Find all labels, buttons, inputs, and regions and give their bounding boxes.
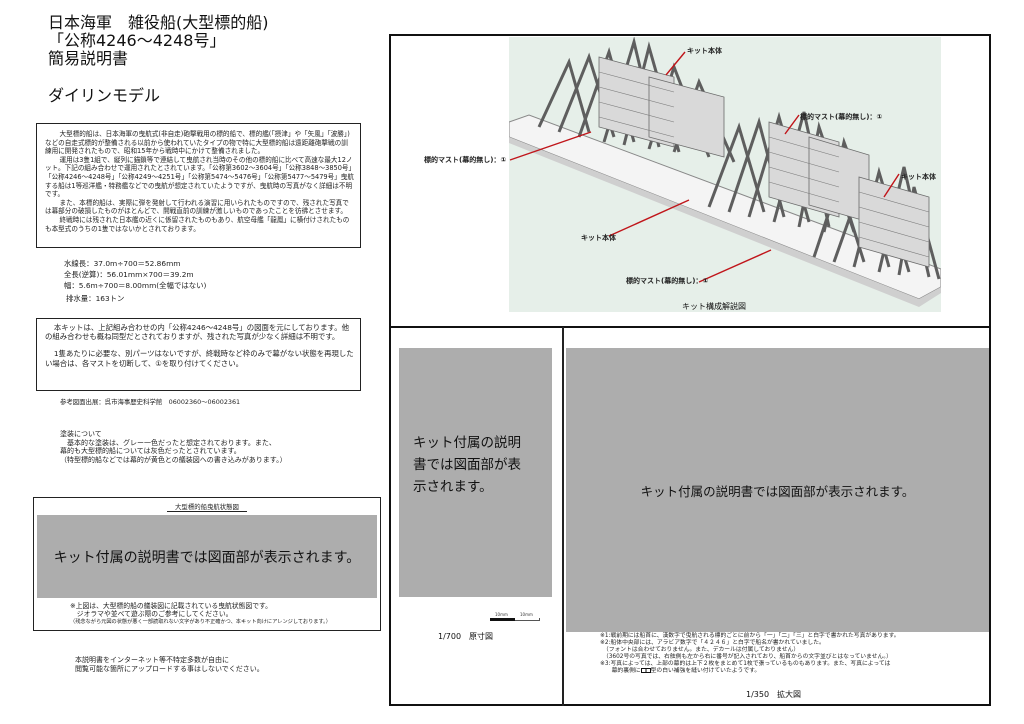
- note-line: 幕的裏側に型の白い補強を縫い付けていたようです。: [600, 668, 761, 674]
- title-line-2: 「公称4246～4248号」: [48, 31, 226, 50]
- scale-bar-black: [490, 618, 515, 621]
- painting-heading: 塗装について: [60, 430, 102, 438]
- callout-target-mast-3: 標的マスト(幕的無し)：①: [626, 277, 709, 285]
- note-line: （3602号の写真では、右舷側も左から右に番号が記入されており、船首からの文字並…: [600, 654, 892, 660]
- callout-kit-body-3: キット本体: [581, 234, 616, 242]
- tow-note-small: （残念ながら元図の状態が悪く一部読取れない文字があり不正確かつ、本キット向けにア…: [70, 619, 331, 626]
- callout-kit-body-2: キット本体: [901, 173, 936, 181]
- upload-warning: 本説明書をインターネット等不特定多数が自由に 閲覧可能な箇所にアップロードする事…: [75, 656, 264, 674]
- maker-name: ダイリンモデル: [48, 86, 161, 105]
- scale-bar-white: [515, 618, 540, 621]
- frame-vertical-divider: [562, 327, 564, 706]
- towing-diagram-note: ※上図は、大型標的船の艤装図に記載されている曳航状態図です。 ジオラマや並べて遊…: [70, 602, 331, 627]
- description-paragraph: 大型標的船は、日本海軍の曳航式(非自走)砲撃戦用の標的船で、標的艦(「摂津」や「…: [45, 130, 350, 156]
- callout-kit-body-1: キット本体: [687, 47, 722, 55]
- towing-diagram-box: 大型標的船曳航状態図 キット付属の説明書では図面部が表示されます。 ※上図は、大…: [33, 497, 381, 631]
- description-paragraph: 運用は3隻1組で、縦列に錨鎖等で連結して曳航され当時のその他の標的船に比べて高速…: [45, 155, 354, 199]
- callout-target-mast-2: 標的マスト(幕的無し)：①: [424, 156, 507, 164]
- painting-line: 幕的も大型標的船については灰色だったとされています。: [60, 447, 241, 456]
- scale-label: 10mm: [520, 612, 533, 617]
- frame-horizontal-divider: [389, 326, 991, 328]
- enlarged-drawing-placeholder: キット付属の説明書では図面部が表示されます。: [566, 348, 989, 632]
- painting-notes: 塗装について 基本的な塗装は、グレー一色だったと想定されております。また、 幕的…: [60, 430, 287, 464]
- scale-bar: 10mm 10mm: [490, 612, 540, 626]
- note-line: ※3:写真によっては、上部の幕的は上下２枚をまとめて1枚で張っているものもありま…: [600, 661, 891, 667]
- title-line-3: 簡易説明書: [48, 49, 129, 68]
- tow-note-line: ジオラマや並べて遊ぶ際のご参考にしてください。: [70, 610, 233, 619]
- spec-displacement: 排水量：163トン: [66, 294, 125, 303]
- placeholder-line: 示されます。: [413, 479, 493, 495]
- ship-model-render-icon: [509, 37, 941, 307]
- original-scale-placeholder: キット付属の説明 書では図面部が表 示されます。: [399, 348, 552, 597]
- placeholder-line: キット付属の説明: [413, 435, 521, 451]
- description-paragraph: 終戦時には残された日本艦の近くに係留されたものもあり、航空母艦「龍鳳」に横付けさ…: [45, 215, 350, 233]
- kit-diagram-caption: キット構成解説図: [680, 301, 748, 312]
- spec-overall-length: 全長(逆算)：56.01mm×700＝39.2m: [64, 270, 194, 279]
- reference-source: 参考図面出展：呉市海事歴史科学館 06002360～06002361: [60, 398, 241, 406]
- towing-diagram-placeholder: キット付属の説明書では図面部が表示されます。: [37, 515, 377, 598]
- kit-note-paragraph-1: 本キットは、上記組み合わせの内「公称4246～4248号」の図面を元にしておりま…: [45, 323, 349, 342]
- kit-note-box: 本キットは、上記組み合わせの内「公称4246～4248号」の図面を元にしておりま…: [36, 318, 361, 391]
- note-line: ※1:戦前期には船首に、漢数字で曳航される標的ごとに前から「一」「二」「三」と白…: [600, 633, 900, 639]
- kit-composition-diagram: キット本体 標的マスト(幕的無し)：① キット本体 キット本体 標的マスト(幕的…: [509, 37, 941, 312]
- drawing-frame: [389, 34, 991, 706]
- upload-warning-line: 本説明書をインターネット等不特定多数が自由に: [75, 656, 229, 664]
- painting-line: 基本的な塗装は、グレー一色だったと想定されております。また、: [60, 438, 276, 447]
- note-line: （フォントは合わせておりません。また、デカールは付属しておりません）: [600, 647, 800, 653]
- title-line-1: 日本海軍 雑役船(大型標的船): [48, 13, 269, 32]
- enlarged-caption: 1/350 拡大図: [746, 690, 802, 699]
- spec-beam: 幅：5.6m÷700＝8.00mm(全幅ではない): [64, 281, 207, 290]
- painting-line: （特型標的船などでは幕的が黄色との艤装図への書き込みがあります。）: [60, 455, 287, 464]
- original-scale-caption: 1/700 原寸図: [438, 632, 494, 641]
- towing-diagram-title: 大型標的船曳航状態図: [34, 502, 380, 512]
- enlarged-notes: ※1:戦前期には船首に、漢数字で曳航される標的ごとに前から「一」「二」「三」と白…: [600, 633, 900, 675]
- scale-label: 10mm: [495, 612, 508, 617]
- tow-note-line: ※上図は、大型標的船の艤装図に記載されている曳航状態図です。: [70, 602, 272, 610]
- upload-warning-line: 閲覧可能な箇所にアップロードする事はしないでください。: [75, 665, 264, 673]
- grid-reinforcement-icon: [640, 668, 651, 673]
- placeholder-line: 書では図面部が表: [413, 457, 521, 473]
- callout-target-mast-1: 標的マスト(幕的無し)：①: [800, 113, 883, 121]
- note-line: ※2:船体中央部には、アラビア数字で「４２４６」と白字で船名が書かれていました。: [600, 640, 825, 646]
- history-description-box: 大型標的船は、日本海軍の曳航式(非自走)砲撃戦用の標的船で、標的艦(「摂津」や「…: [36, 123, 361, 248]
- spec-waterline: 水線長：37.0m÷700＝52.86mm: [64, 259, 181, 268]
- description-paragraph: また、本標的船は、実際に弾を発射して行われる演習に用いられたものですので、残され…: [45, 198, 349, 216]
- document-title: 日本海軍 雑役船(大型標的船) 「公称4246～4248号」 簡易説明書: [48, 14, 269, 68]
- kit-note-paragraph-2: 1隻あたりに必要な、別パーツはないですが、終戦時など枠のみで幕がない状態を再現し…: [45, 349, 354, 368]
- specifications: 水線長：37.0m÷700＝52.86mm 全長(逆算)：56.01mm×700…: [64, 258, 206, 304]
